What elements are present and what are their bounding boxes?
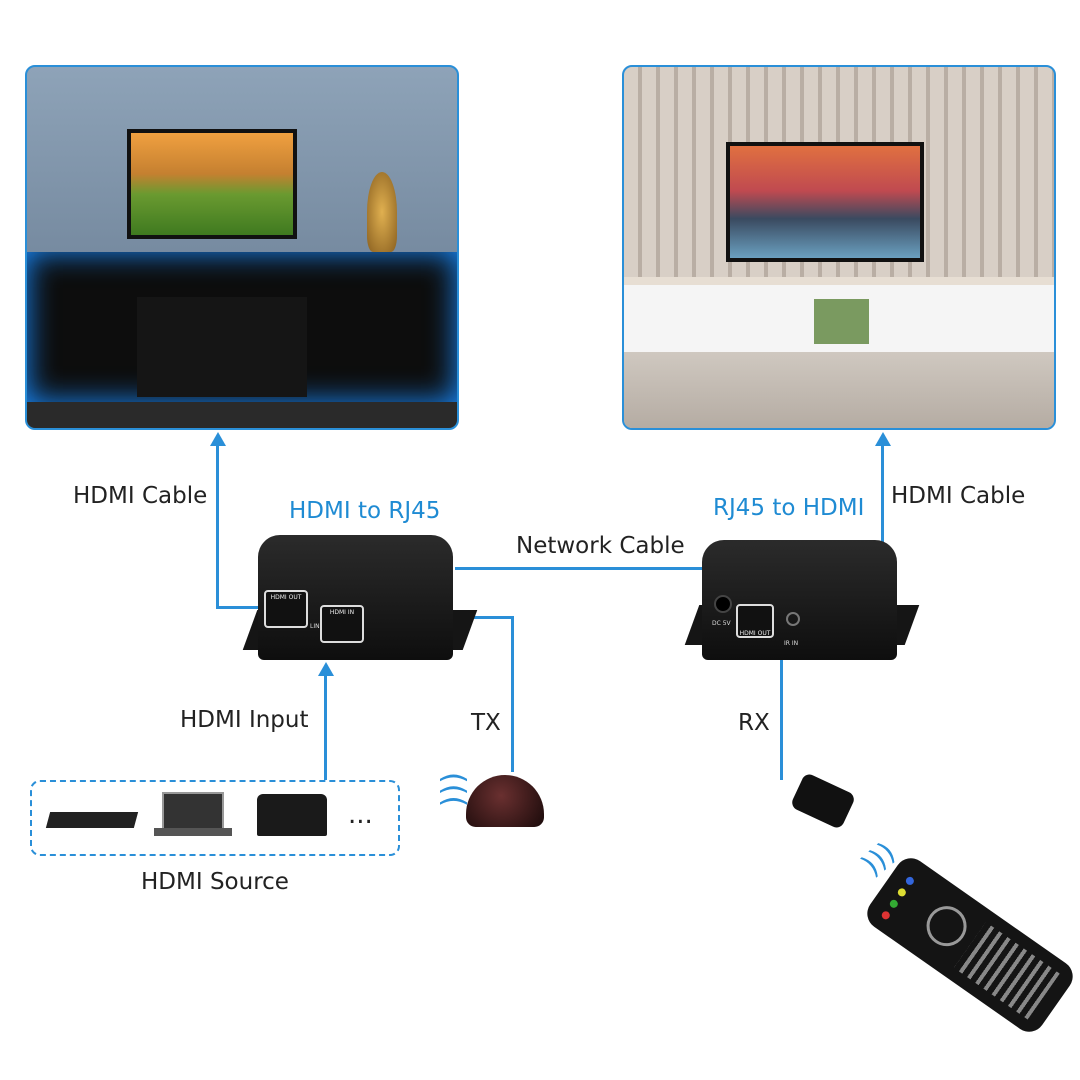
hdmi-receiver: DC 5V HDMI OUT IR IN — [702, 540, 897, 660]
hdmi-source-label: HDMI Source — [141, 869, 289, 895]
tx-label: TX — [471, 710, 501, 736]
hdmi-input-label: HDMI Input — [180, 707, 309, 733]
network-cable-line — [455, 567, 710, 570]
hdmi-out-port: HDMI OUT — [736, 604, 774, 638]
hdmi-cable-right-line — [881, 445, 884, 563]
hdmi-cable-left-line — [216, 445, 219, 608]
living-room-photo-right — [622, 65, 1056, 430]
hdmi-transmitter: HDMI OUT LINK HDMI IN — [258, 535, 453, 660]
more-sources: ... — [348, 800, 373, 830]
arrow-up-icon — [318, 662, 334, 676]
hdmi-in-port: HDMI IN — [320, 605, 364, 643]
hdmi-input-line — [324, 675, 327, 780]
link-label: LINK — [310, 623, 324, 630]
tv-left — [127, 129, 297, 239]
hdmi-source-box: ... — [30, 780, 400, 856]
tv-right — [726, 142, 924, 262]
wifi-signal-icon: ))) — [436, 771, 472, 808]
arrow-up-icon — [210, 432, 226, 446]
ir-emitter — [466, 775, 544, 827]
rx-line — [780, 655, 783, 780]
tx-line — [455, 616, 513, 619]
hdmi-cable-right-label: HDMI Cable — [891, 483, 1026, 509]
hdmi-cable-left-label: HDMI Cable — [73, 483, 208, 509]
laptop-icon — [162, 792, 224, 832]
dvd-player-icon — [45, 812, 139, 828]
living-room-photo-left — [25, 65, 459, 430]
remote-control — [861, 852, 1079, 1038]
arrow-up-icon — [875, 432, 891, 446]
dc-5v-label: DC 5V — [712, 620, 731, 627]
hdmi-out-port: HDMI OUT — [264, 590, 308, 628]
receiver-title: RJ45 to HDMI — [713, 495, 865, 521]
ir-in-label: IR IN — [784, 640, 799, 647]
network-cable-label: Network Cable — [516, 533, 685, 559]
rx-label: RX — [738, 710, 770, 736]
ir-receiver — [789, 771, 857, 831]
transmitter-title: HDMI to RJ45 — [289, 498, 441, 524]
game-console-icon — [257, 794, 327, 836]
